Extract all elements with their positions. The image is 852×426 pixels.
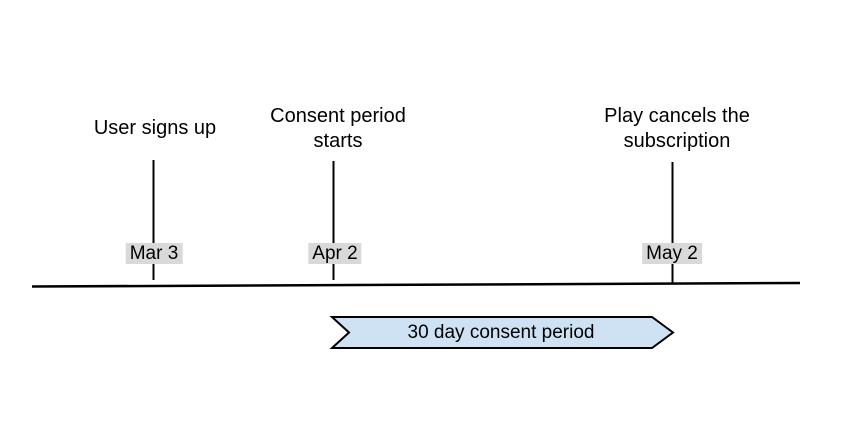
date-badge-may-2: May 2 [642,243,702,264]
event-label-play-cancels-subscription: Play cancels the subscription [604,104,750,152]
date-badge-apr-2: Apr 2 [308,243,362,264]
consent-period-arrow-shape [329,316,675,349]
timeline-axis-line [31,281,801,288]
event-label-consent-period-starts: Consent period starts [270,104,406,152]
consent-period-arrow-label: 30 day consent period [407,321,595,343]
event-label-user-signs-up: User signs up [93,117,217,139]
date-badge-mar-3: Mar 3 [125,243,183,264]
